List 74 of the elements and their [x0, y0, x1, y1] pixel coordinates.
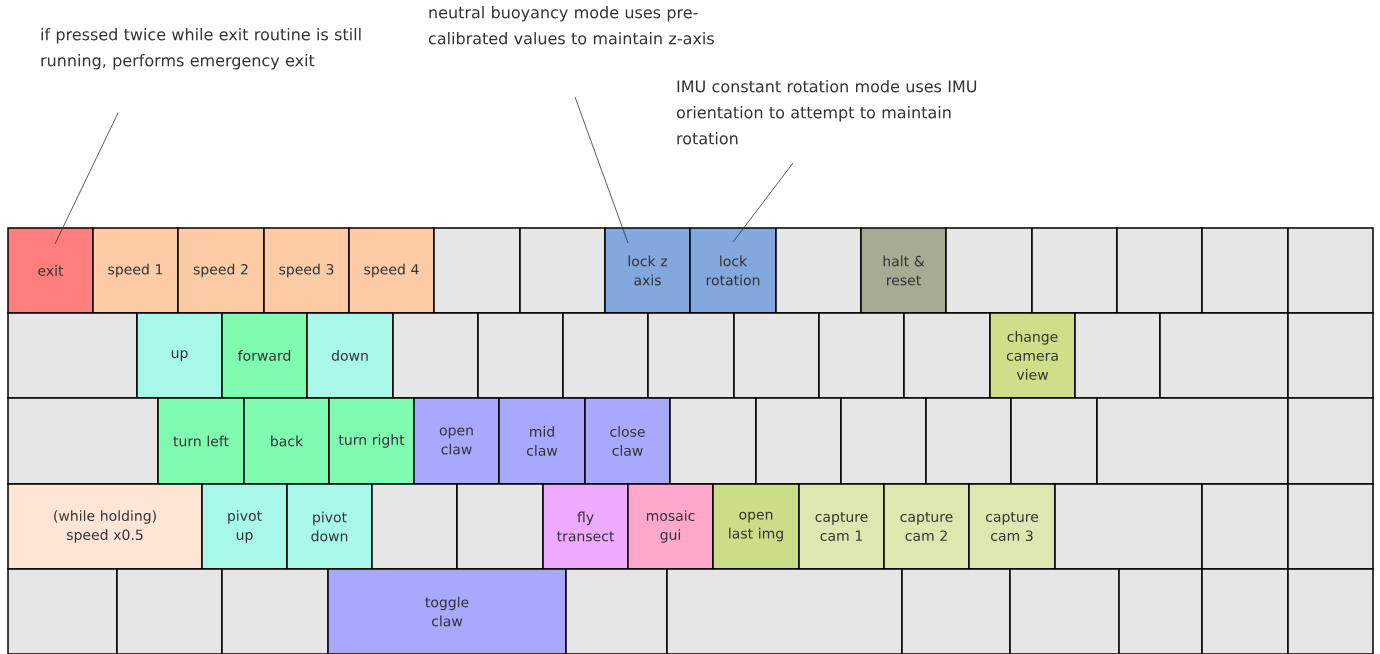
key: lock z axis	[604, 227, 691, 314]
key: halt & reset	[860, 227, 947, 314]
key	[1009, 568, 1120, 654]
key	[7, 312, 138, 399]
key: fly transect	[542, 483, 629, 570]
key: speed 3	[263, 227, 350, 314]
key: up	[136, 312, 223, 399]
key: pivot down	[286, 483, 373, 570]
key	[1287, 568, 1374, 654]
key: toggle claw	[327, 568, 567, 654]
key	[392, 312, 479, 399]
key	[116, 568, 223, 654]
key	[818, 312, 905, 399]
key	[925, 397, 1012, 485]
key: capture cam 2	[883, 483, 970, 570]
key	[221, 568, 329, 654]
key: open last img	[712, 483, 800, 570]
key: close claw	[584, 397, 671, 485]
key: capture cam 1	[798, 483, 885, 570]
key	[1201, 568, 1289, 654]
key	[1010, 397, 1098, 485]
key: pivot up	[201, 483, 288, 570]
key	[1074, 312, 1161, 399]
key	[1287, 312, 1374, 399]
key	[565, 568, 668, 654]
annotation-text: neutral buoyancy mode uses pre-calibrated values to maintain z-axis	[428, 6, 714, 45]
key	[1054, 483, 1203, 570]
key	[1201, 483, 1289, 570]
key	[903, 312, 991, 399]
annotation-text: IMU constant rotation mode uses IMU orientation to attempt to maintain rotation	[676, 80, 977, 145]
key	[562, 312, 649, 399]
key: down	[306, 312, 394, 399]
key: mid claw	[498, 397, 586, 485]
key	[755, 397, 842, 485]
key	[775, 227, 862, 314]
key	[1287, 227, 1374, 314]
key: back	[243, 397, 330, 485]
key: mosaic gui	[627, 483, 714, 570]
key	[1031, 227, 1118, 314]
key	[901, 568, 1011, 654]
key: exit	[7, 227, 94, 314]
key: change camera view	[989, 312, 1076, 399]
key	[477, 312, 564, 399]
key	[945, 227, 1033, 314]
leader-line	[732, 162, 794, 243]
key	[669, 397, 757, 485]
key: (while holding) speed x0.5	[7, 483, 203, 570]
key	[840, 397, 927, 485]
leader-line	[574, 96, 629, 244]
key: speed 4	[348, 227, 435, 314]
key	[456, 483, 544, 570]
key	[733, 312, 820, 399]
key	[1159, 312, 1289, 399]
annotation-text: if pressed twice while exit routine is still running, performs emergency exit	[41, 28, 361, 70]
key	[1118, 568, 1203, 654]
key: lock rotation	[689, 227, 777, 314]
key	[1201, 227, 1289, 314]
key	[7, 568, 118, 654]
key	[1287, 397, 1374, 485]
key: speed 1	[92, 227, 179, 314]
key: speed 2	[177, 227, 265, 314]
key	[519, 227, 606, 314]
key	[371, 483, 458, 570]
key	[1287, 483, 1374, 570]
key: capture cam 3	[968, 483, 1056, 570]
key	[7, 397, 159, 485]
key: turn left	[157, 397, 245, 485]
key: turn right	[328, 397, 415, 485]
key	[433, 227, 521, 314]
key	[1116, 227, 1203, 314]
key	[647, 312, 735, 399]
key: forward	[221, 312, 308, 399]
key: open claw	[413, 397, 500, 485]
leader-line	[54, 112, 119, 245]
